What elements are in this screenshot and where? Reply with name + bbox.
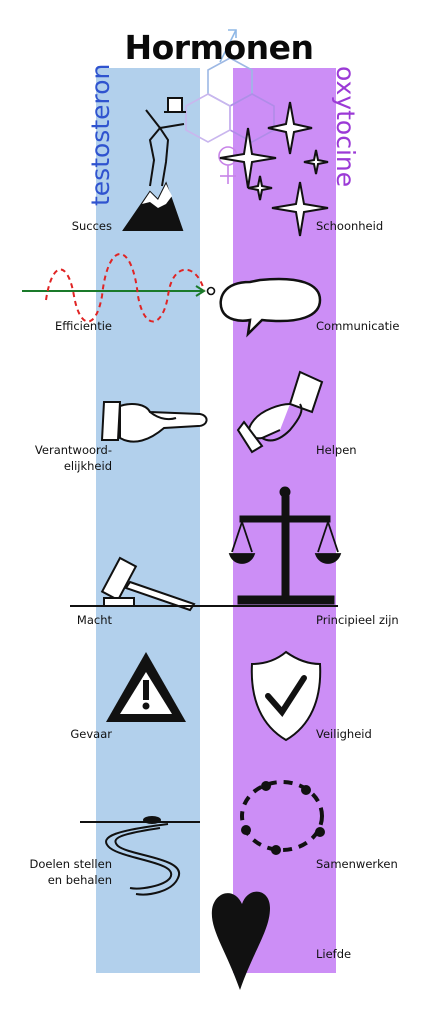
label-macht: Macht [76, 613, 112, 627]
page-title: Hormonen [124, 28, 315, 67]
label-samenwerken: Samenwerken [316, 857, 398, 871]
label-veiligheid: Veiligheid [316, 727, 372, 741]
sparkles-icon [219, 101, 329, 237]
heart-icon [211, 891, 270, 990]
mountain-flag-icon [122, 97, 186, 231]
balance-scale-icon [228, 486, 342, 605]
oxytocine-label: oxytocine [331, 66, 360, 188]
label-succes: Succes [71, 219, 112, 233]
shield-check-icon [250, 650, 322, 742]
label-communicatie: Communicatie [316, 319, 400, 333]
open-hand-icon [100, 401, 208, 443]
label-efficientie: Efficientie [54, 319, 112, 333]
warning-triangle-icon [106, 652, 186, 722]
label-gevaar: Gevaar [70, 727, 112, 741]
testosteron-label: testosteron [86, 63, 115, 206]
handshake-icon [236, 370, 324, 454]
molecule-hexagon-icon [185, 29, 275, 184]
label-doelen-stellen: Doelen stellen en behalen [29, 857, 112, 887]
label-verantwoordelijkheid: Verantwoord- elijkheid [34, 443, 112, 473]
gavel-icon [70, 556, 338, 612]
winding-road-icon [80, 816, 200, 896]
speech-bubble-icon [219, 277, 322, 338]
dotted-circle-icon [240, 780, 325, 855]
label-schoonheid: Schoonheid [316, 219, 384, 233]
label-principieel-zijn: Principieel zijn [316, 613, 399, 627]
label-helpen: Helpen [316, 443, 357, 457]
label-liefde: Liefde [316, 947, 352, 961]
arrow-path-icon [22, 253, 216, 323]
